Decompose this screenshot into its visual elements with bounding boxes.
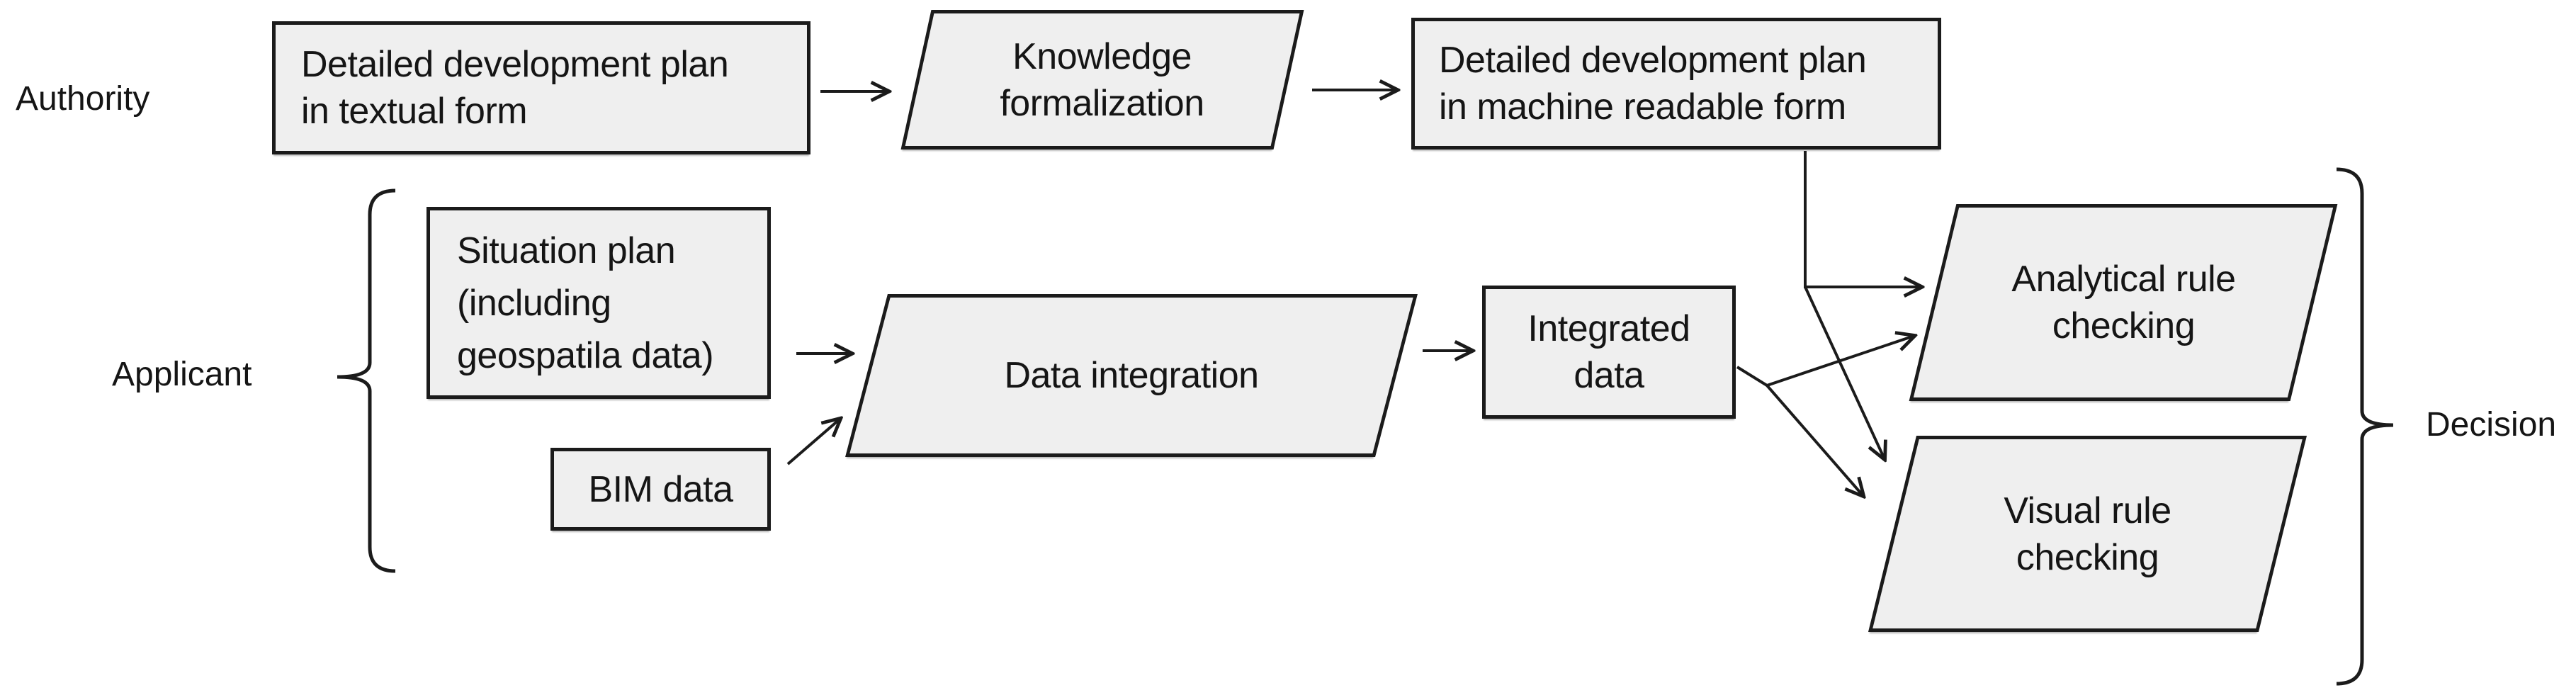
node-line: Situation plan (457, 230, 676, 271)
node-integrated-data: Integrated data (1482, 286, 1736, 419)
node-line: Analytical rule (2011, 259, 2236, 300)
node-line: in textual form (301, 91, 528, 132)
node-line: Knowledge (1012, 35, 1192, 77)
edge-plan-machine-to-analytical (1804, 151, 1921, 287)
node-situation-plan: Situation plan (including geospatila dat… (426, 207, 771, 399)
decision-label: Decision (2426, 406, 2557, 444)
node-data-integration: Data integration (845, 294, 1418, 457)
node-line: Detailed development plan (1439, 40, 1867, 81)
edge-integrated-data-to-analytical (1736, 336, 1914, 388)
edge-integrated-data-to-visual (1766, 384, 1863, 496)
edge-plan-machine-to-visual (1804, 286, 1885, 459)
node-plan-machine-readable: Detailed development plan in machine rea… (1411, 18, 1941, 149)
node-line: checking (2016, 536, 2159, 578)
node-knowledge-formalization: Knowledge formalization (900, 10, 1304, 149)
node-line: in machine readable form (1439, 86, 1846, 128)
node-line: checking (2052, 305, 2196, 346)
node-line: geospatila data) (457, 334, 714, 376)
decision-brace (2336, 167, 2394, 686)
node-line: formalization (1000, 82, 1204, 124)
node-line: data (1574, 355, 1644, 396)
node-analytical-rule-checking: Analytical rule checking (1909, 204, 2338, 401)
node-plan-textual: Detailed development plan in textual for… (272, 21, 810, 154)
applicant-brace (337, 188, 396, 573)
node-line: BIM data (588, 468, 733, 510)
node-line: Detailed development plan (301, 44, 729, 85)
node-line: (including (457, 282, 611, 324)
node-line: Integrated (1527, 308, 1690, 349)
applicant-label: Applicant (112, 356, 252, 393)
authority-label: Authority (16, 80, 150, 118)
edge-bim-data-to-data-integration (786, 419, 840, 465)
node-line: Data integration (1004, 355, 1259, 396)
node-bim-data: BIM data (550, 448, 771, 531)
node-line: Visual rule (2004, 490, 2171, 531)
node-visual-rule-checking: Visual rule checking (1868, 436, 2307, 632)
